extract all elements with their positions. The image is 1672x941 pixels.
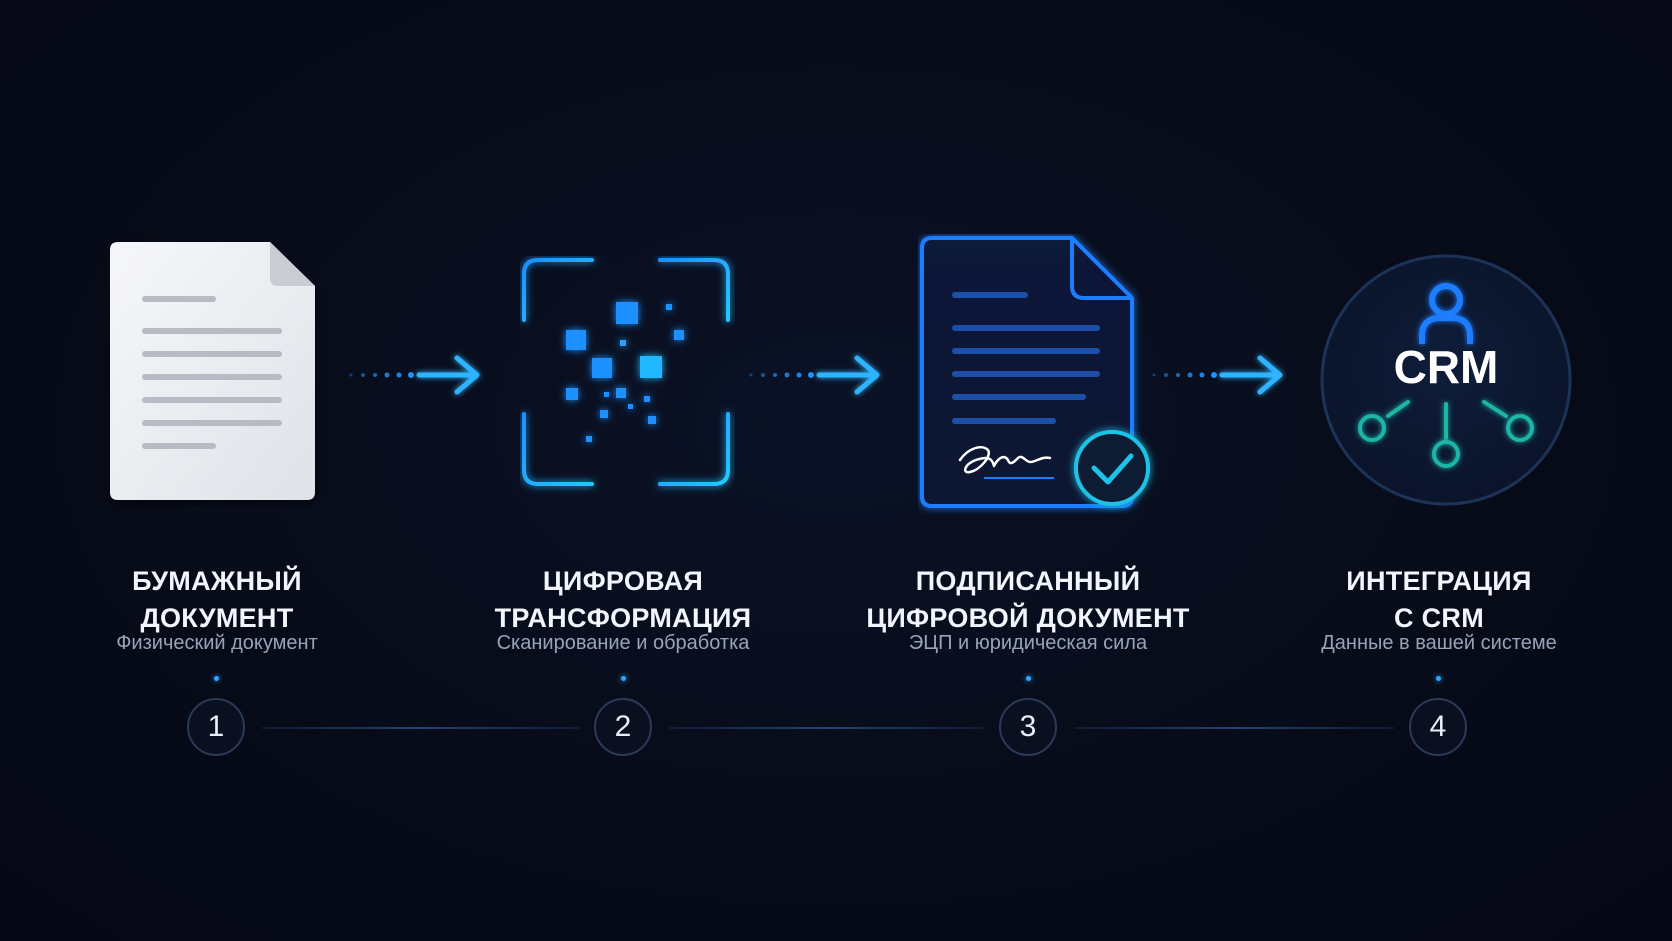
step-number-badge: 4 xyxy=(1409,698,1467,756)
scan-pixels-icon xyxy=(522,258,730,486)
user-icon xyxy=(1419,283,1473,344)
step-title-line: ИНТЕГРАЦИЯ xyxy=(1346,566,1532,596)
arrow-right-icon xyxy=(1152,355,1283,395)
timeline-dot xyxy=(1436,676,1441,681)
step-subtitle: ЭЦП и юридическая сила xyxy=(908,632,1148,654)
step-title-line: С CRM xyxy=(1394,603,1484,633)
step-title-line: ЦИФРОВОЙ ДОКУМЕНТ xyxy=(866,603,1190,633)
step-subtitle: Сканирование и обработка xyxy=(496,632,750,654)
step-subtitle: Физический документ xyxy=(116,632,318,654)
step-number-badge: 1 xyxy=(187,698,245,756)
step-number-badge: 3 xyxy=(999,698,1057,756)
step-title-line: БУМАЖНЫЙ xyxy=(132,566,302,596)
timeline-dot xyxy=(621,676,626,681)
step-subtitle: Данные в вашей системе xyxy=(1321,632,1557,654)
arrow-right-icon xyxy=(749,355,880,395)
step-title-line: ЦИФРОВАЯ xyxy=(542,566,704,596)
timeline-dot xyxy=(214,676,219,681)
step-title: БУМАЖНЫЙ ДОКУМЕНТ xyxy=(27,563,407,637)
step-number-badge: 2 xyxy=(594,698,652,756)
timeline-dot xyxy=(1026,676,1031,681)
step-title-line: ДОКУМЕНТ xyxy=(140,603,294,633)
step-title: ЦИФРОВАЯ ТРАНСФОРМАЦИЯ xyxy=(433,563,813,637)
timeline-connector xyxy=(1074,727,1394,729)
crm-network-icon: CRM xyxy=(1318,252,1574,508)
step-title-line: ТРАНСФОРМАЦИЯ xyxy=(494,603,752,633)
timeline-connector xyxy=(669,727,984,729)
arrow-right-icon xyxy=(349,355,480,395)
signed-document-icon xyxy=(920,236,1150,508)
step-title: ПОДПИСАННЫЙ ЦИФРОВОЙ ДОКУМЕНТ xyxy=(838,563,1218,637)
timeline-connector xyxy=(262,727,580,729)
crm-label: CRM xyxy=(1393,341,1499,393)
step-title-line: ПОДПИСАННЫЙ xyxy=(915,566,1141,596)
paper-document-icon xyxy=(110,242,315,500)
step-title: ИНТЕГРАЦИЯ С CRM xyxy=(1249,563,1629,637)
